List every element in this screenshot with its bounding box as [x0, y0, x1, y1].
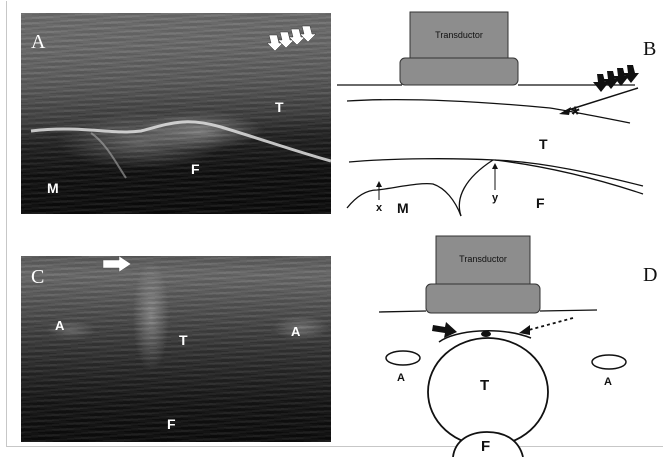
artery-right — [592, 355, 626, 369]
label-f: F — [481, 438, 490, 455]
label-t: T — [480, 377, 489, 394]
label-t: T — [179, 332, 188, 348]
transducer-probe-icon — [400, 12, 518, 85]
label-a-right: A — [291, 324, 300, 339]
bone-edge-line — [459, 160, 493, 216]
label-a-left: A — [55, 318, 64, 333]
transducer-label: Transductor — [410, 30, 508, 40]
ultrasound-panel-a: A T F M — [21, 13, 331, 214]
muscle-border-echo — [91, 133, 126, 178]
white-arrow-icon — [103, 256, 131, 272]
injection-star-label: * — [571, 102, 580, 128]
label-t: T — [539, 136, 548, 152]
label-a-right: A — [604, 376, 612, 388]
label-y: y — [492, 192, 498, 204]
needle-tip-arrow — [559, 107, 571, 115]
label-a-left: A — [397, 372, 405, 384]
label-m: M — [397, 200, 409, 216]
label-f: F — [536, 195, 545, 211]
x-pointer-arrowhead — [376, 181, 382, 187]
panel-letter-a: A — [31, 31, 45, 54]
artery-left — [386, 351, 420, 365]
schematic-panel-b: Transductor B * T F M x y — [335, 8, 665, 223]
injection-bolus-icon — [481, 331, 491, 337]
panel-letter-d: D — [643, 264, 657, 287]
dotted-arrow-icon — [519, 318, 573, 335]
panel-a-overlay — [21, 13, 331, 214]
label-f: F — [167, 416, 176, 432]
schematic-panel-d: Transductor D T F A A — [335, 232, 665, 457]
label-f: F — [191, 161, 200, 177]
panel-c-overlay — [21, 256, 331, 442]
fascia-line — [349, 159, 643, 186]
transducer-probe-icon — [426, 236, 540, 313]
label-x: x — [376, 202, 382, 214]
panel-letter-c: C — [31, 266, 44, 289]
label-t: T — [275, 99, 284, 115]
y-pointer-arrowhead — [492, 163, 498, 169]
black-arrows-icon — [593, 65, 639, 92]
panel-letter-b: B — [643, 38, 656, 61]
fascia-echo — [31, 122, 331, 161]
ultrasound-panel-c: C A T A F — [21, 256, 331, 442]
label-m: M — [47, 180, 59, 196]
white-arrows-icon — [267, 26, 316, 51]
fascia-line-lower — [495, 160, 643, 194]
transducer-label: Transductor — [436, 254, 530, 264]
